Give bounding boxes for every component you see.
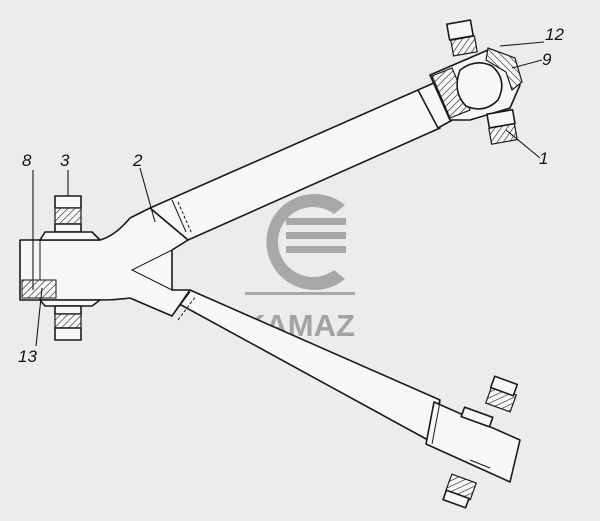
apex-head [19, 207, 191, 317]
callout-8: 8 [22, 151, 32, 170]
left-pin [39, 195, 101, 341]
leader-lines [32, 41, 545, 347]
kamaz-logo-ring-icon [266, 194, 345, 290]
callout-2: 2 [132, 151, 143, 170]
lower-right-joint [425, 375, 521, 509]
upper-arm [149, 89, 441, 241]
callout-13: 13 [18, 347, 37, 366]
callout-1: 1 [539, 149, 548, 168]
callout-9: 9 [542, 50, 552, 69]
upper-right-joint [417, 19, 523, 145]
callout-3: 3 [60, 151, 70, 170]
callout-12: 12 [545, 25, 564, 44]
